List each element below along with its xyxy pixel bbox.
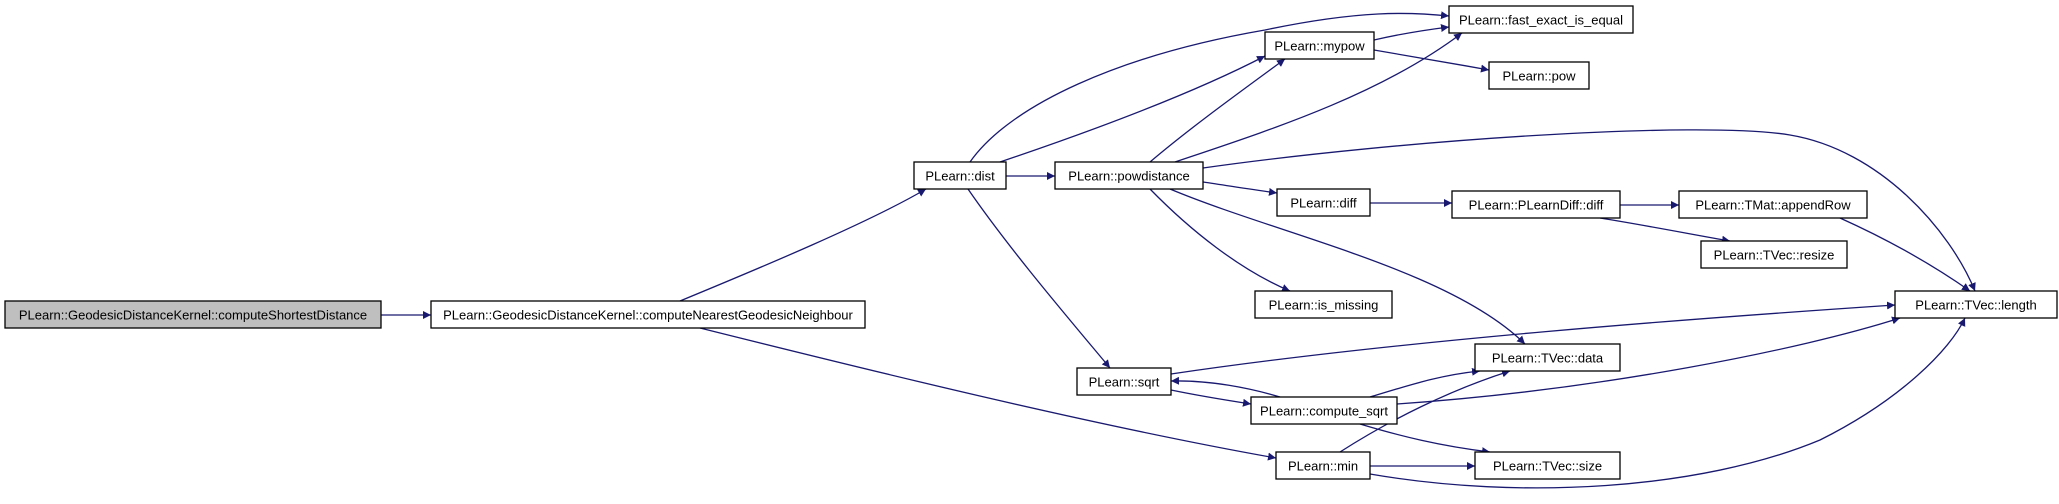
edge-mypow-to-fast_exact_is_equal [1373,24,1450,41]
node-box [1275,451,1371,480]
edge-dist-to-mypow [999,55,1266,163]
node-sqrt[interactable]: PLearn::sqrt [1076,367,1172,396]
node-box [1451,190,1621,219]
node-label: PLearn::powdistance [1068,169,1189,184]
node-box [913,161,1007,190]
node-label: PLearn::pow [1503,69,1577,84]
node-compute_sqrt[interactable]: PLearn::compute_sqrt [1250,396,1398,425]
node-box [1264,31,1375,60]
edge-powdistance-to-is_missing [1149,188,1291,292]
node-computeShortestDistance[interactable]: PLearn::GeodesicDistanceKernel::computeS… [4,300,382,329]
node-is_missing[interactable]: PLearn::is_missing [1254,290,1393,319]
node-box [1054,161,1204,190]
node-label: PLearn::TVec::size [1493,459,1602,474]
edge-computeNearestGeodesicNeighbour-to-dist [679,188,927,302]
edges [381,11,1976,489]
edge-powdistance-to-data [1169,188,1526,345]
node-label: PLearn::min [1288,459,1358,474]
edge-compute_sqrt-to-length [1396,316,1901,405]
node-min[interactable]: PLearn::min [1275,451,1371,480]
node-box [1894,290,2058,319]
edge-sqrt-to-compute_sqrt [1170,389,1252,407]
edge-min-to-data [1339,369,1511,453]
edge-compute_sqrt-to-sqrt [1170,376,1281,398]
node-box [1678,190,1868,219]
node-fast_exact_is_equal[interactable]: PLearn::fast_exact_is_equal [1448,5,1634,34]
node-label: PLearn::TMat::appendRow [1695,198,1851,213]
nodes: PLearn::GeodesicDistanceKernel::computeS… [4,5,2058,480]
edge-powdistance-to-length [1202,129,1976,292]
node-box [1474,343,1621,372]
edge-powdistance-to-fast_exact_is_equal [1174,32,1463,163]
node-box [430,300,866,329]
node-box [4,300,382,329]
edge-powdistance-to-mypow [1149,58,1286,163]
node-resize[interactable]: PLearn::TVec::resize [1700,240,1848,269]
node-dist[interactable]: PLearn::dist [913,161,1007,190]
node-pow[interactable]: PLearn::pow [1488,61,1590,90]
edge-dist-to-sqrt [967,188,1111,369]
edge-compute_sqrt-to-data [1369,367,1481,398]
node-box [1474,451,1621,480]
node-PLearnDiff_diff[interactable]: PLearn::PLearnDiff::diff [1451,190,1621,219]
node-label: PLearn::TVec::resize [1714,248,1835,263]
edge-PLearnDiff_diff-to-resize [1599,217,1731,244]
node-label: PLearn::GeodesicDistanceKernel::computeS… [19,308,367,323]
edge-compute_sqrt-to-size [1359,423,1491,456]
node-appendRow[interactable]: PLearn::TMat::appendRow [1678,190,1868,219]
edge-dist-to-fast_exact_is_equal [969,11,1450,163]
node-label: PLearn::compute_sqrt [1260,404,1388,419]
node-length[interactable]: PLearn::TVec::length [1894,290,2058,319]
node-box [1488,61,1590,90]
edge-computeNearestGeodesicNeighbour-to-min [699,327,1277,461]
node-box [1448,5,1634,34]
node-diff[interactable]: PLearn::diff [1276,188,1371,217]
edge-appendRow-to-length [1839,217,1971,292]
edge-sqrt-to-length [1170,301,1896,375]
node-label: PLearn::sqrt [1089,375,1160,390]
node-powdistance[interactable]: PLearn::powdistance [1054,161,1204,190]
node-label: PLearn::is_missing [1269,298,1379,313]
node-computeNearestGeodesicNeighbour[interactable]: PLearn::GeodesicDistanceKernel::computeN… [430,300,866,329]
edge-mypow-to-pow [1373,49,1490,73]
node-label: PLearn::diff [1290,196,1357,211]
node-label: PLearn::PLearnDiff::diff [1469,198,1604,213]
node-label: PLearn::TVec::length [1915,298,2036,313]
node-size[interactable]: PLearn::TVec::size [1474,451,1621,480]
node-box [1076,367,1172,396]
node-label: PLearn::dist [925,169,995,184]
node-label: PLearn::GeodesicDistanceKernel::computeN… [443,308,853,323]
edge-powdistance-to-diff [1202,181,1278,196]
node-mypow[interactable]: PLearn::mypow [1264,31,1375,60]
node-label: PLearn::TVec::data [1492,351,1604,366]
node-box [1700,240,1848,269]
node-box [1250,396,1398,425]
node-label: PLearn::fast_exact_is_equal [1459,13,1623,28]
node-label: PLearn::mypow [1274,39,1365,54]
node-box [1254,290,1393,319]
edge-min-to-length [1369,317,1966,489]
node-data[interactable]: PLearn::TVec::data [1474,343,1621,372]
node-box [1276,188,1371,217]
